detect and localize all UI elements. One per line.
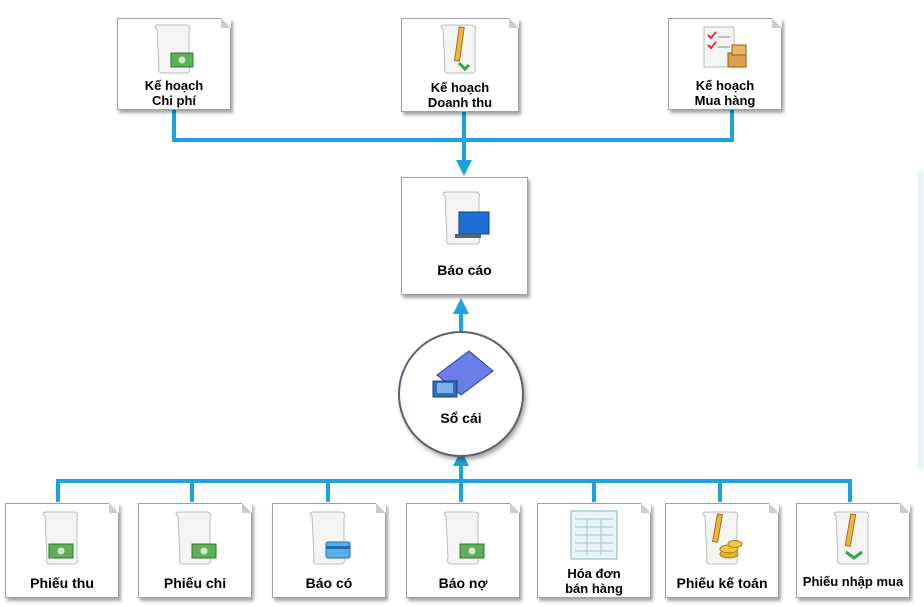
node-bao-cao[interactable]: Báo cáo: [401, 177, 528, 295]
scroll-pencil-icon: [435, 23, 485, 80]
scroll-coins-icon: [695, 510, 749, 571]
node-phieu-thu[interactable]: Phiếu thu: [5, 503, 119, 598]
node-label: Báo có: [305, 575, 353, 591]
node-label: Báo cáo: [437, 262, 492, 278]
scroll-money-icon: [149, 23, 199, 80]
node-phieu-nhap-mua[interactable]: Phiếu nhập mua: [796, 503, 910, 598]
node-bao-no[interactable]: Báo nợ: [406, 503, 520, 598]
node-label: Phiếu nhập mua: [802, 574, 904, 589]
invoice-icon: [567, 509, 621, 566]
scroll-money-icon: [168, 510, 222, 571]
scroll-card-icon: [302, 510, 356, 571]
node-label: Sổ cái: [440, 410, 482, 426]
scroll-monitor-icon: [435, 188, 495, 251]
node-label: Phiếu kế toán: [676, 575, 768, 591]
scroll-pencil-icon: [826, 510, 880, 571]
scroll-money-icon: [436, 510, 490, 571]
scroll-money-icon: [35, 510, 89, 571]
monitor-icon: [427, 345, 495, 406]
checklist-boxes-icon: [698, 23, 752, 80]
node-label: Báo nợ: [438, 575, 488, 591]
node-so-cai[interactable]: Sổ cái: [398, 331, 524, 457]
node-label: Phiếu thu: [30, 575, 94, 591]
node-bao-co[interactable]: Báo có: [272, 503, 386, 598]
node-phieu-ke-toan[interactable]: Phiếu kế toán: [665, 503, 779, 598]
node-phieu-chi[interactable]: Phiếu chi: [138, 503, 252, 598]
node-label: Phiếu chi: [163, 575, 227, 591]
